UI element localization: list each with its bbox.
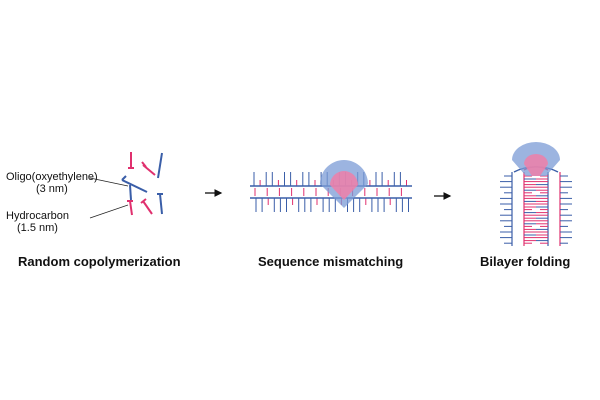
monomer-cluster (89, 152, 163, 219)
monomer-hydrocarbon (128, 152, 134, 169)
bilayer-fold (500, 142, 572, 246)
caption-sequence-mismatching: Sequence mismatching (258, 254, 404, 269)
monomer-hydrocarbon (141, 161, 156, 176)
caption-random-copolymerization: Random copolymerization (18, 254, 181, 269)
oligo-label: Oligo(oxyethylene) (3 nm) (6, 171, 98, 195)
monomer-oligo (157, 152, 163, 179)
monomer-oligo (129, 184, 132, 201)
monomer-hydrocarbon (140, 198, 153, 215)
mismatch-core (330, 171, 358, 200)
monomer-oligo (121, 175, 148, 193)
mismatch-strand (250, 160, 412, 212)
oligo-name: Oligo(oxyethylene) (6, 171, 98, 183)
monomer-oligo (157, 193, 163, 215)
caption-bilayer-folding: Bilayer folding (480, 254, 571, 269)
hydrocarbon-label: Hydrocarbon (1.5 nm) (6, 210, 69, 234)
hydrocarbon-name: Hydrocarbon (6, 210, 69, 222)
oligo-size: (3 nm) (35, 183, 68, 195)
fold-core (524, 154, 548, 176)
monomer-hydrocarbon (127, 200, 133, 216)
hydrocarbon-pointer (89, 204, 129, 219)
hydrocarbon-size: (1.5 nm) (17, 222, 58, 234)
oligo-pointer (89, 177, 129, 187)
